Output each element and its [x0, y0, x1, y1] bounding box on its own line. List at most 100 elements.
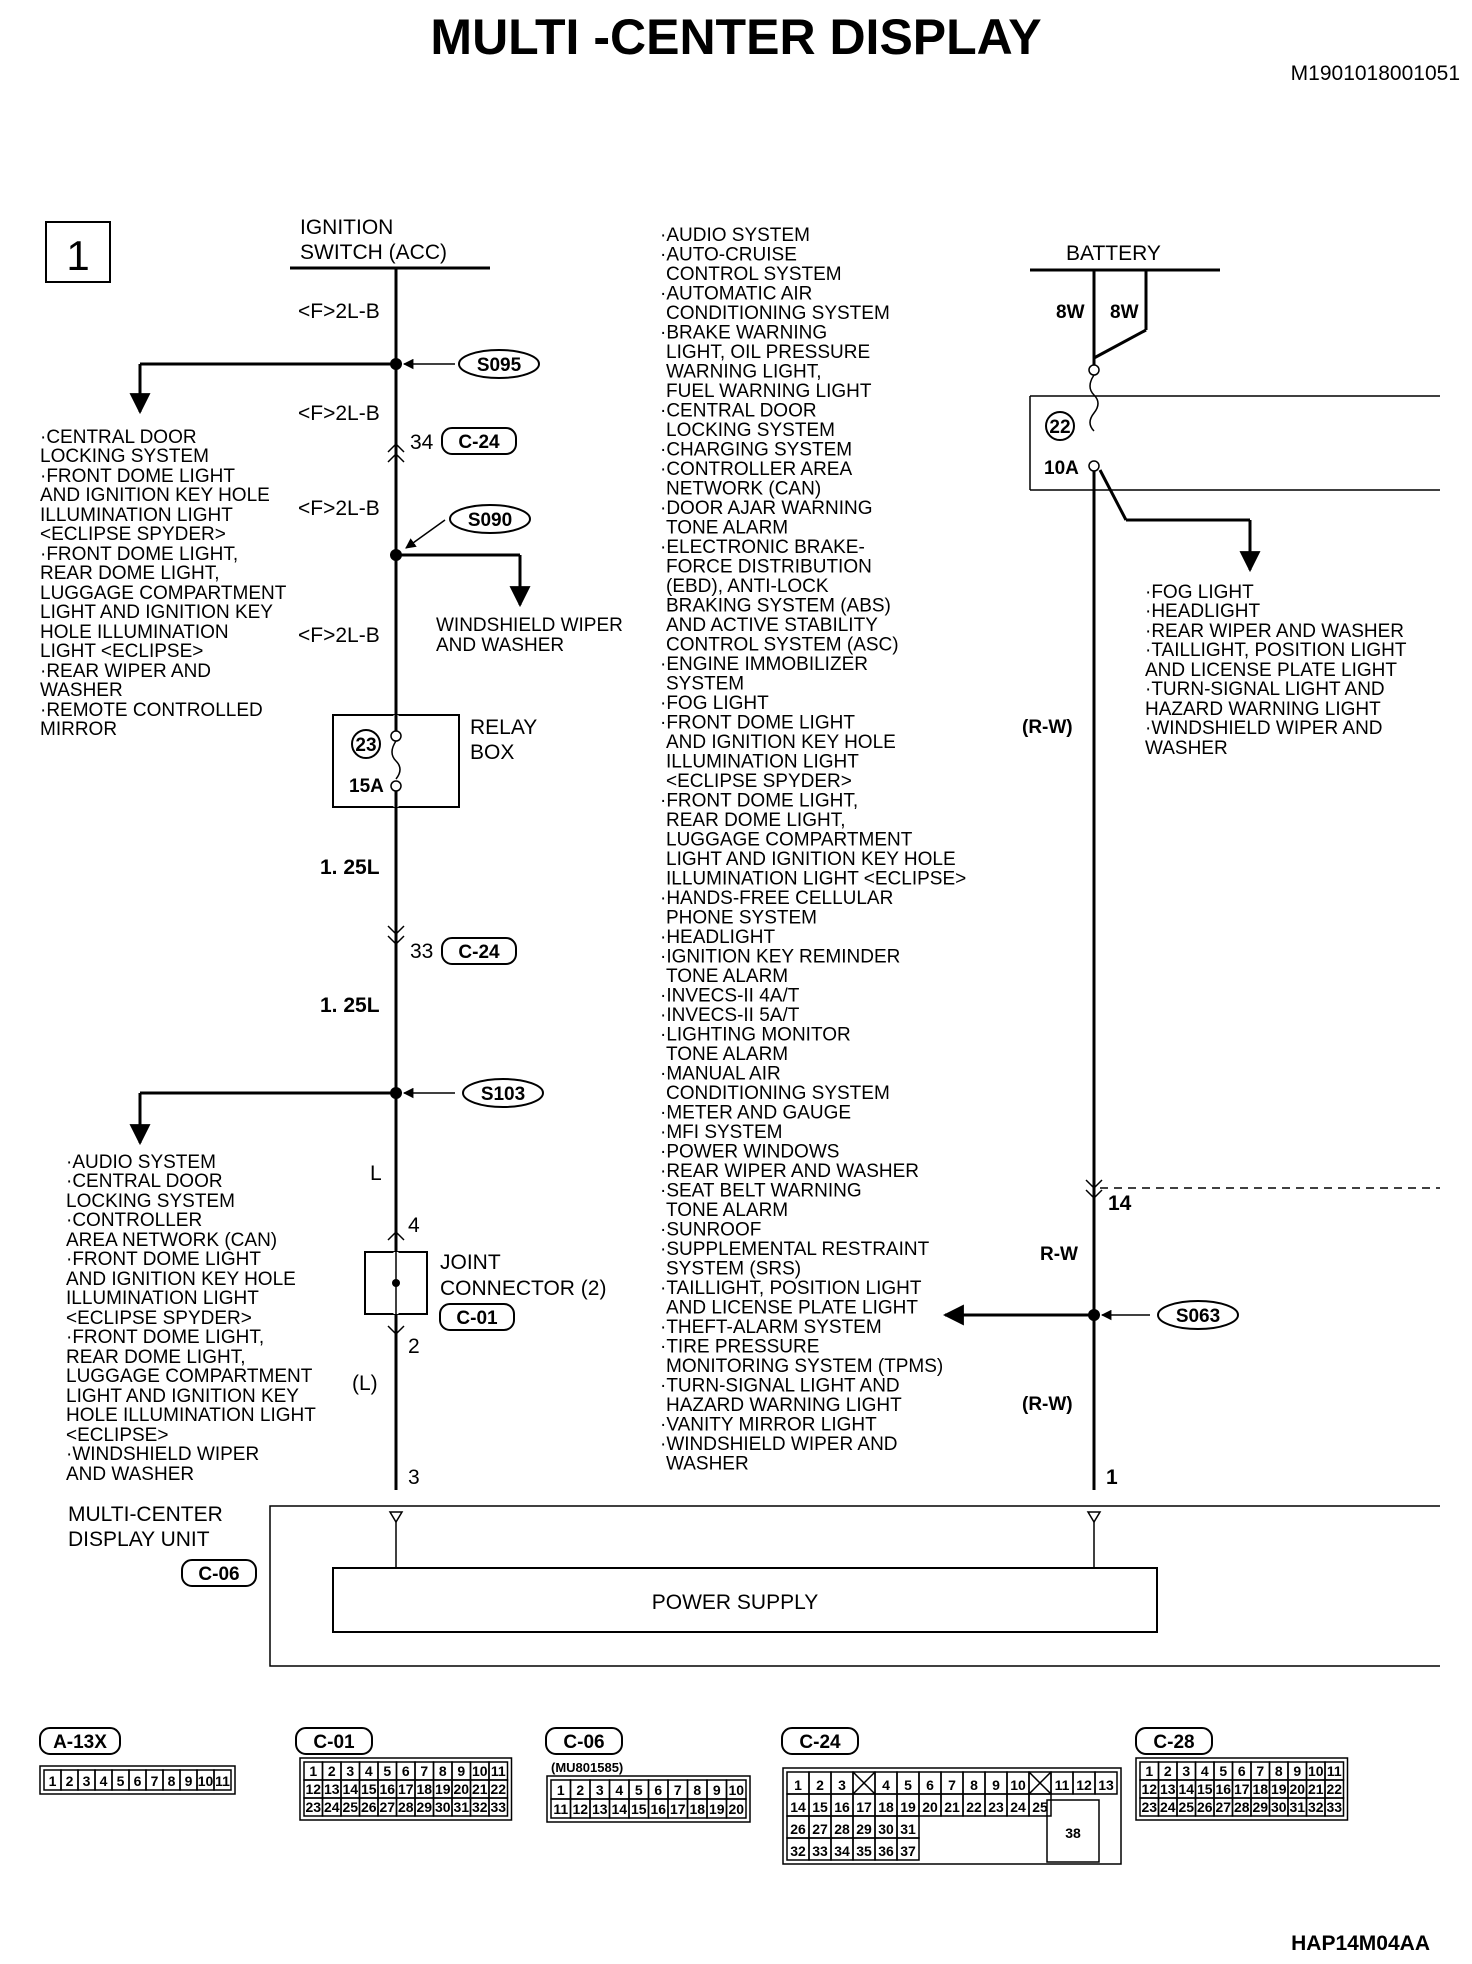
- connector-pin: 23: [1141, 1799, 1157, 1815]
- middle-list-item: AND IGNITION KEY HOLE: [666, 732, 896, 753]
- connector-pin: 17: [398, 1781, 414, 1797]
- svg-text:·FRONT DOME LIGHT: ·FRONT DOME LIGHT: [40, 466, 235, 487]
- figure-code: HAP14M04AA: [1291, 1932, 1430, 1955]
- middle-list-item: TONE ALARM: [666, 1044, 788, 1065]
- pin-3: 3: [408, 1466, 420, 1489]
- middle-list-item: AND LICENSE PLATE LIGHT: [666, 1298, 918, 1319]
- middle-list-item: ·HANDS-FREE CELLULAR: [660, 888, 893, 909]
- connector-diagram-label: C-01: [313, 1732, 355, 1753]
- connector-pin: 28: [1234, 1799, 1250, 1815]
- middle-list-item: FUEL WARNING LIGHT: [666, 381, 872, 402]
- wire-spec-125l-2: 1. 25L: [320, 994, 380, 1017]
- connector-pin: 29: [856, 1821, 872, 1837]
- connector-pin: 33: [812, 1843, 828, 1859]
- middle-list-item: ·WINDSHIELD WIPER AND: [660, 1434, 898, 1455]
- connector-pin: 36: [878, 1843, 894, 1859]
- middle-list-item: ·IGNITION KEY REMINDER: [660, 947, 900, 968]
- connector-pin: 10: [728, 1782, 744, 1798]
- splice-s063-label: S063: [1176, 1306, 1220, 1327]
- connector-c01-label: C-01: [456, 1308, 498, 1329]
- svg-text:HOLE ILLUMINATION: HOLE ILLUMINATION: [40, 622, 229, 643]
- connector-pin: 20: [453, 1781, 469, 1797]
- svg-text:WASHER: WASHER: [1145, 738, 1228, 759]
- connector-pin: 6: [402, 1763, 410, 1779]
- middle-list-item: ·TIRE PRESSURE: [660, 1337, 819, 1358]
- connector-pin: 16: [1215, 1781, 1231, 1797]
- connector-pin: 3: [346, 1763, 354, 1779]
- svg-text:LIGHT AND IGNITION KEY: LIGHT AND IGNITION KEY: [66, 1386, 299, 1407]
- splice-s095: [458, 349, 540, 379]
- middle-list-item: HAZARD WARNING LIGHT: [666, 1395, 902, 1416]
- svg-text:·REMOTE CONTROLLED: ·REMOTE CONTROLLED: [40, 700, 263, 721]
- connector-pin: 28: [398, 1799, 414, 1815]
- middle-list-item: ·CONTROLLER AREA: [660, 459, 852, 480]
- connector-pin: 8: [1275, 1763, 1283, 1779]
- connector-pin: 11: [491, 1763, 506, 1779]
- connector-pin: 26: [790, 1821, 806, 1837]
- windshield-branch-line2: AND WASHER: [436, 635, 564, 656]
- wire-spec-l: L: [370, 1162, 382, 1185]
- connector-pin: 12: [572, 1801, 588, 1817]
- connector-pin: 33: [1326, 1799, 1342, 1815]
- fuse-22-rating: 10A: [1044, 458, 1079, 479]
- connector-pin: 27: [812, 1821, 828, 1837]
- connector-pin: 32: [790, 1843, 806, 1859]
- connector-pin: 5: [904, 1777, 912, 1793]
- middle-list-item: BRAKING SYSTEM (ABS): [666, 596, 891, 617]
- connector-c24-badge-mid: [441, 937, 517, 965]
- middle-list-item: ·FRONT DOME LIGHT: [660, 713, 855, 734]
- ignition-switch-label-2: SWITCH (ACC): [300, 241, 447, 264]
- windshield-branch-line1: WINDSHIELD WIPER: [436, 615, 623, 636]
- svg-text:·CENTRAL DOOR: ·CENTRAL DOOR: [40, 427, 197, 448]
- middle-list-item: ·INVECS-II 5A/T: [660, 1005, 800, 1026]
- connector-pin: 22: [966, 1799, 982, 1815]
- svg-text:<ECLIPSE SPYDER>: <ECLIPSE SPYDER>: [66, 1308, 252, 1329]
- connector-pin: 8: [168, 1773, 176, 1789]
- wire-spec-f2lb-1: <F>2L-B: [298, 300, 380, 323]
- connector-pin: 9: [992, 1777, 1000, 1793]
- middle-list-item: PHONE SYSTEM: [666, 908, 817, 929]
- connector-pin: 19: [1271, 1781, 1287, 1797]
- connector-pin: 34: [834, 1843, 850, 1859]
- pin-1: 1: [1106, 1466, 1118, 1489]
- wire-spec-rw: R-W: [1040, 1244, 1078, 1265]
- connector-pin: 20: [728, 1801, 744, 1817]
- svg-text:·FRONT DOME LIGHT: ·FRONT DOME LIGHT: [66, 1249, 261, 1270]
- pin-2: 2: [408, 1335, 420, 1358]
- joint-connector-label-2: CONNECTOR (2): [440, 1277, 606, 1300]
- connector-pin: 4: [100, 1773, 108, 1789]
- power-supply-label: POWER SUPPLY: [652, 1591, 818, 1614]
- connector-c24-badge-top: [441, 427, 517, 455]
- connector-pin: 6: [134, 1773, 142, 1789]
- display-unit-label-2: DISPLAY UNIT: [68, 1528, 210, 1551]
- middle-list-item: ·CENTRAL DOOR: [660, 401, 817, 422]
- connector-pin: 15: [361, 1781, 377, 1797]
- connector-pin: 31: [900, 1821, 916, 1837]
- connector-diagram-label: C-24: [799, 1732, 841, 1753]
- middle-list-item: ·MANUAL AIR: [660, 1064, 781, 1085]
- svg-text:<ECLIPSE>: <ECLIPSE>: [66, 1425, 168, 1446]
- svg-text:HAZARD WARNING LIGHT: HAZARD WARNING LIGHT: [1145, 699, 1381, 720]
- connector-pin: 28: [834, 1821, 850, 1837]
- battery-wire-8w-2: 8W: [1110, 302, 1139, 323]
- connector-symbol-c24-33: [387, 925, 405, 946]
- connector-pin: 6: [926, 1777, 934, 1793]
- splice-s103: [462, 1078, 544, 1108]
- svg-text:·WINDSHIELD WIPER: ·WINDSHIELD WIPER: [66, 1444, 259, 1465]
- connector-c24-label-top: C-24: [458, 432, 500, 453]
- connector-pin: 6: [654, 1782, 662, 1798]
- connector-pin: 14: [790, 1799, 806, 1815]
- svg-text:LIGHT <ECLIPSE>: LIGHT <ECLIPSE>: [40, 641, 203, 662]
- svg-text:MIRROR: MIRROR: [40, 719, 117, 740]
- svg-text:REAR DOME LIGHT,: REAR DOME LIGHT,: [66, 1347, 245, 1368]
- middle-list-item: TONE ALARM: [666, 1200, 788, 1221]
- connector-pin: 31: [1289, 1799, 1305, 1815]
- connector-pin: 7: [151, 1773, 159, 1789]
- svg-text:·CENTRAL DOOR: ·CENTRAL DOOR: [66, 1171, 223, 1192]
- middle-list-item: FORCE DISTRIBUTION: [666, 557, 872, 578]
- connector-pin: 4: [615, 1782, 623, 1798]
- connector-pin: 1: [557, 1782, 565, 1798]
